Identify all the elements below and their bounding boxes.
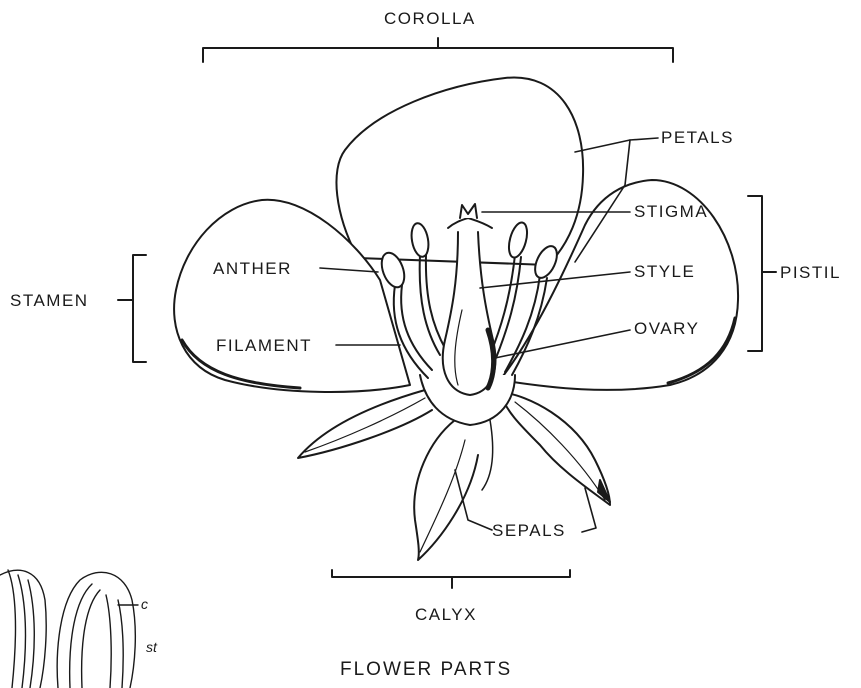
- pistil-bracket: [748, 196, 776, 351]
- inset-label-c: c: [141, 597, 148, 611]
- petals-label: PETALS: [661, 129, 734, 146]
- inset-anther-illustration: [0, 570, 138, 688]
- stamen-label: STAMEN: [10, 292, 89, 309]
- stamen-bracket: [118, 255, 146, 362]
- anther-label: ANTHER: [213, 260, 292, 277]
- ovary-label: OVARY: [634, 320, 699, 337]
- filament-label: FILAMENT: [216, 337, 312, 354]
- style-label: STYLE: [634, 263, 695, 280]
- calyx-bracket: [332, 570, 570, 588]
- inset-label-st: st: [146, 640, 157, 654]
- calyx-label: CALYX: [415, 606, 477, 623]
- sepals-label: SEPALS: [492, 522, 566, 539]
- pistil-label: PISTIL: [780, 264, 841, 281]
- stigma-label: STIGMA: [634, 203, 708, 220]
- corolla-bracket: [203, 38, 673, 62]
- corolla-label: COROLLA: [384, 10, 476, 27]
- diagram-title: FLOWER PARTS: [340, 660, 512, 679]
